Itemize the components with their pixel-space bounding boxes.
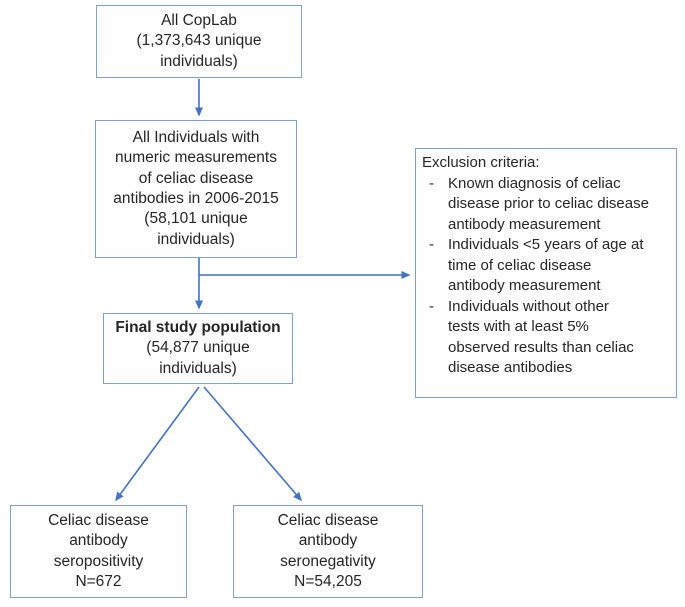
box-measurements-text: All Individuals with numeric measurement… (113, 128, 279, 248)
box-final-population-subtitle: (54,877 unique individuals) (146, 339, 250, 377)
box-seropositivity-text: Celiac disease antibody seropositivity N… (48, 511, 149, 590)
box-final-population-title: Final study population (115, 318, 281, 336)
box-final-population: Final study population (54,877 unique in… (103, 313, 293, 384)
exclusion-item: - Individuals without other tests with a… (422, 297, 672, 379)
exclusion-item: - Known diagnosis of celiac disease prio… (422, 174, 672, 236)
bullet-marker: - (429, 236, 434, 254)
box-exclusion-criteria: Exclusion criteria: - Known diagnosis of… (415, 148, 677, 398)
box-all-coplab-text: All CopLab (1,373,643 unique individuals… (136, 11, 262, 70)
exclusion-item: - Individuals <5 years of age at time of… (422, 235, 672, 297)
exclusion-item-text: Individuals <5 years of age at time of c… (448, 236, 644, 295)
exclusion-item-text: Known diagnosis of celiac disease prior … (448, 174, 649, 233)
bullet-marker: - (429, 297, 434, 315)
box-seronegativity: Celiac disease antibody seronegativity N… (233, 505, 423, 598)
arrow-final-to-seropositivity (115, 386, 200, 502)
box-seropositivity: Celiac disease antibody seropositivity N… (10, 505, 187, 598)
box-all-coplab: All CopLab (1,373,643 unique individuals… (96, 5, 302, 78)
exclusion-title: Exclusion criteria: (422, 154, 540, 171)
box-seronegativity-text: Celiac disease antibody seronegativity N… (277, 511, 379, 590)
bullet-marker: - (429, 174, 434, 192)
box-measurements: All Individuals with numeric measurement… (95, 120, 297, 258)
arrow-final-to-seronegativity (203, 386, 302, 502)
exclusion-item-text: Individuals without other tests with at … (448, 297, 634, 377)
